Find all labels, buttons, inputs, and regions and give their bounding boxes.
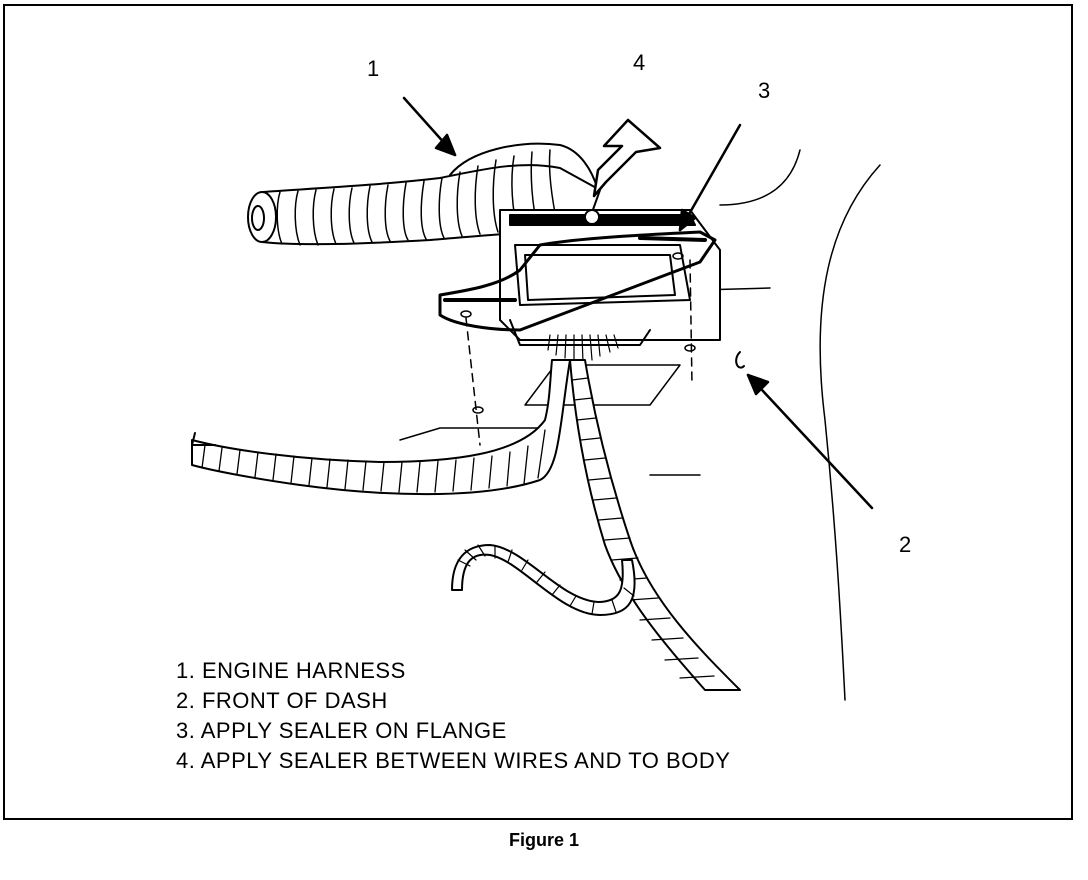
mounting-screws (465, 259, 693, 446)
figure-frame (3, 4, 1073, 820)
leader-arrows (402, 96, 874, 510)
sealer-arrow-4 (592, 118, 662, 198)
panel-opening (524, 364, 681, 406)
callout-1: 1 (367, 56, 380, 81)
legend-item-engine-harness: 1. ENGINE HARNESS (176, 658, 406, 683)
legend-item-sealer-flange: 3. APPLY SEALER ON FLANGE (176, 718, 507, 743)
figure-caption: Figure 1 (508, 830, 579, 850)
bulkhead-connector (438, 209, 721, 363)
callout-4: 4 (633, 50, 646, 75)
legend-item-sealer-wires: 4. APPLY SEALER BETWEEN WIRES AND TO BOD… (176, 748, 731, 773)
legend: 1. ENGINE HARNESS 2. FRONT OF DASH 3. AP… (176, 656, 730, 776)
legend-item-front-of-dash: 2. FRONT OF DASH (176, 688, 388, 713)
lower-harness (191, 359, 741, 691)
callout-3: 3 (758, 78, 771, 103)
callout-2: 2 (899, 532, 912, 557)
